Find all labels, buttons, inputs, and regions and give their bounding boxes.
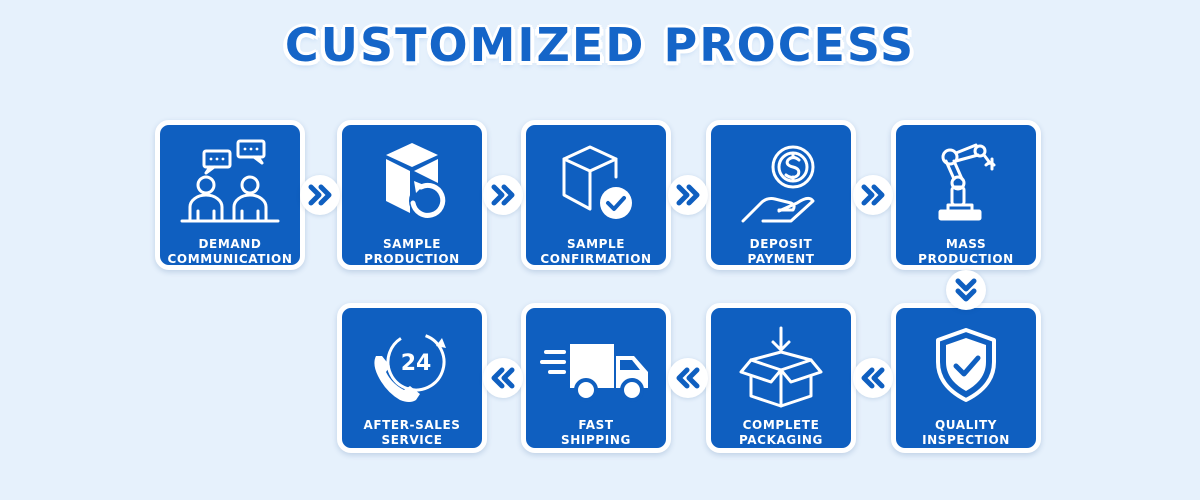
truck-icon — [526, 316, 666, 416]
box-return-icon — [342, 133, 482, 233]
arrow-right-icon — [300, 175, 340, 215]
people-chat-icon — [160, 133, 300, 233]
robot-arm-icon — [896, 133, 1036, 233]
shield-check-icon — [896, 316, 1036, 416]
arrow-right-icon — [853, 175, 893, 215]
arrow-left-icon — [853, 358, 893, 398]
page-title: CUSTOMIZED PROCESS — [284, 17, 916, 73]
arrow-right-icon — [483, 175, 523, 215]
service-hours: 24 — [401, 351, 432, 376]
arrow-left-icon — [668, 358, 708, 398]
arrow-right-icon — [668, 175, 708, 215]
box-check-icon — [526, 133, 666, 233]
arrow-down-icon — [946, 270, 986, 310]
hand-coin-icon — [711, 133, 851, 233]
arrow-left-icon — [483, 358, 523, 398]
open-box-icon — [711, 316, 851, 416]
phone-24-icon: 24 — [342, 316, 482, 416]
